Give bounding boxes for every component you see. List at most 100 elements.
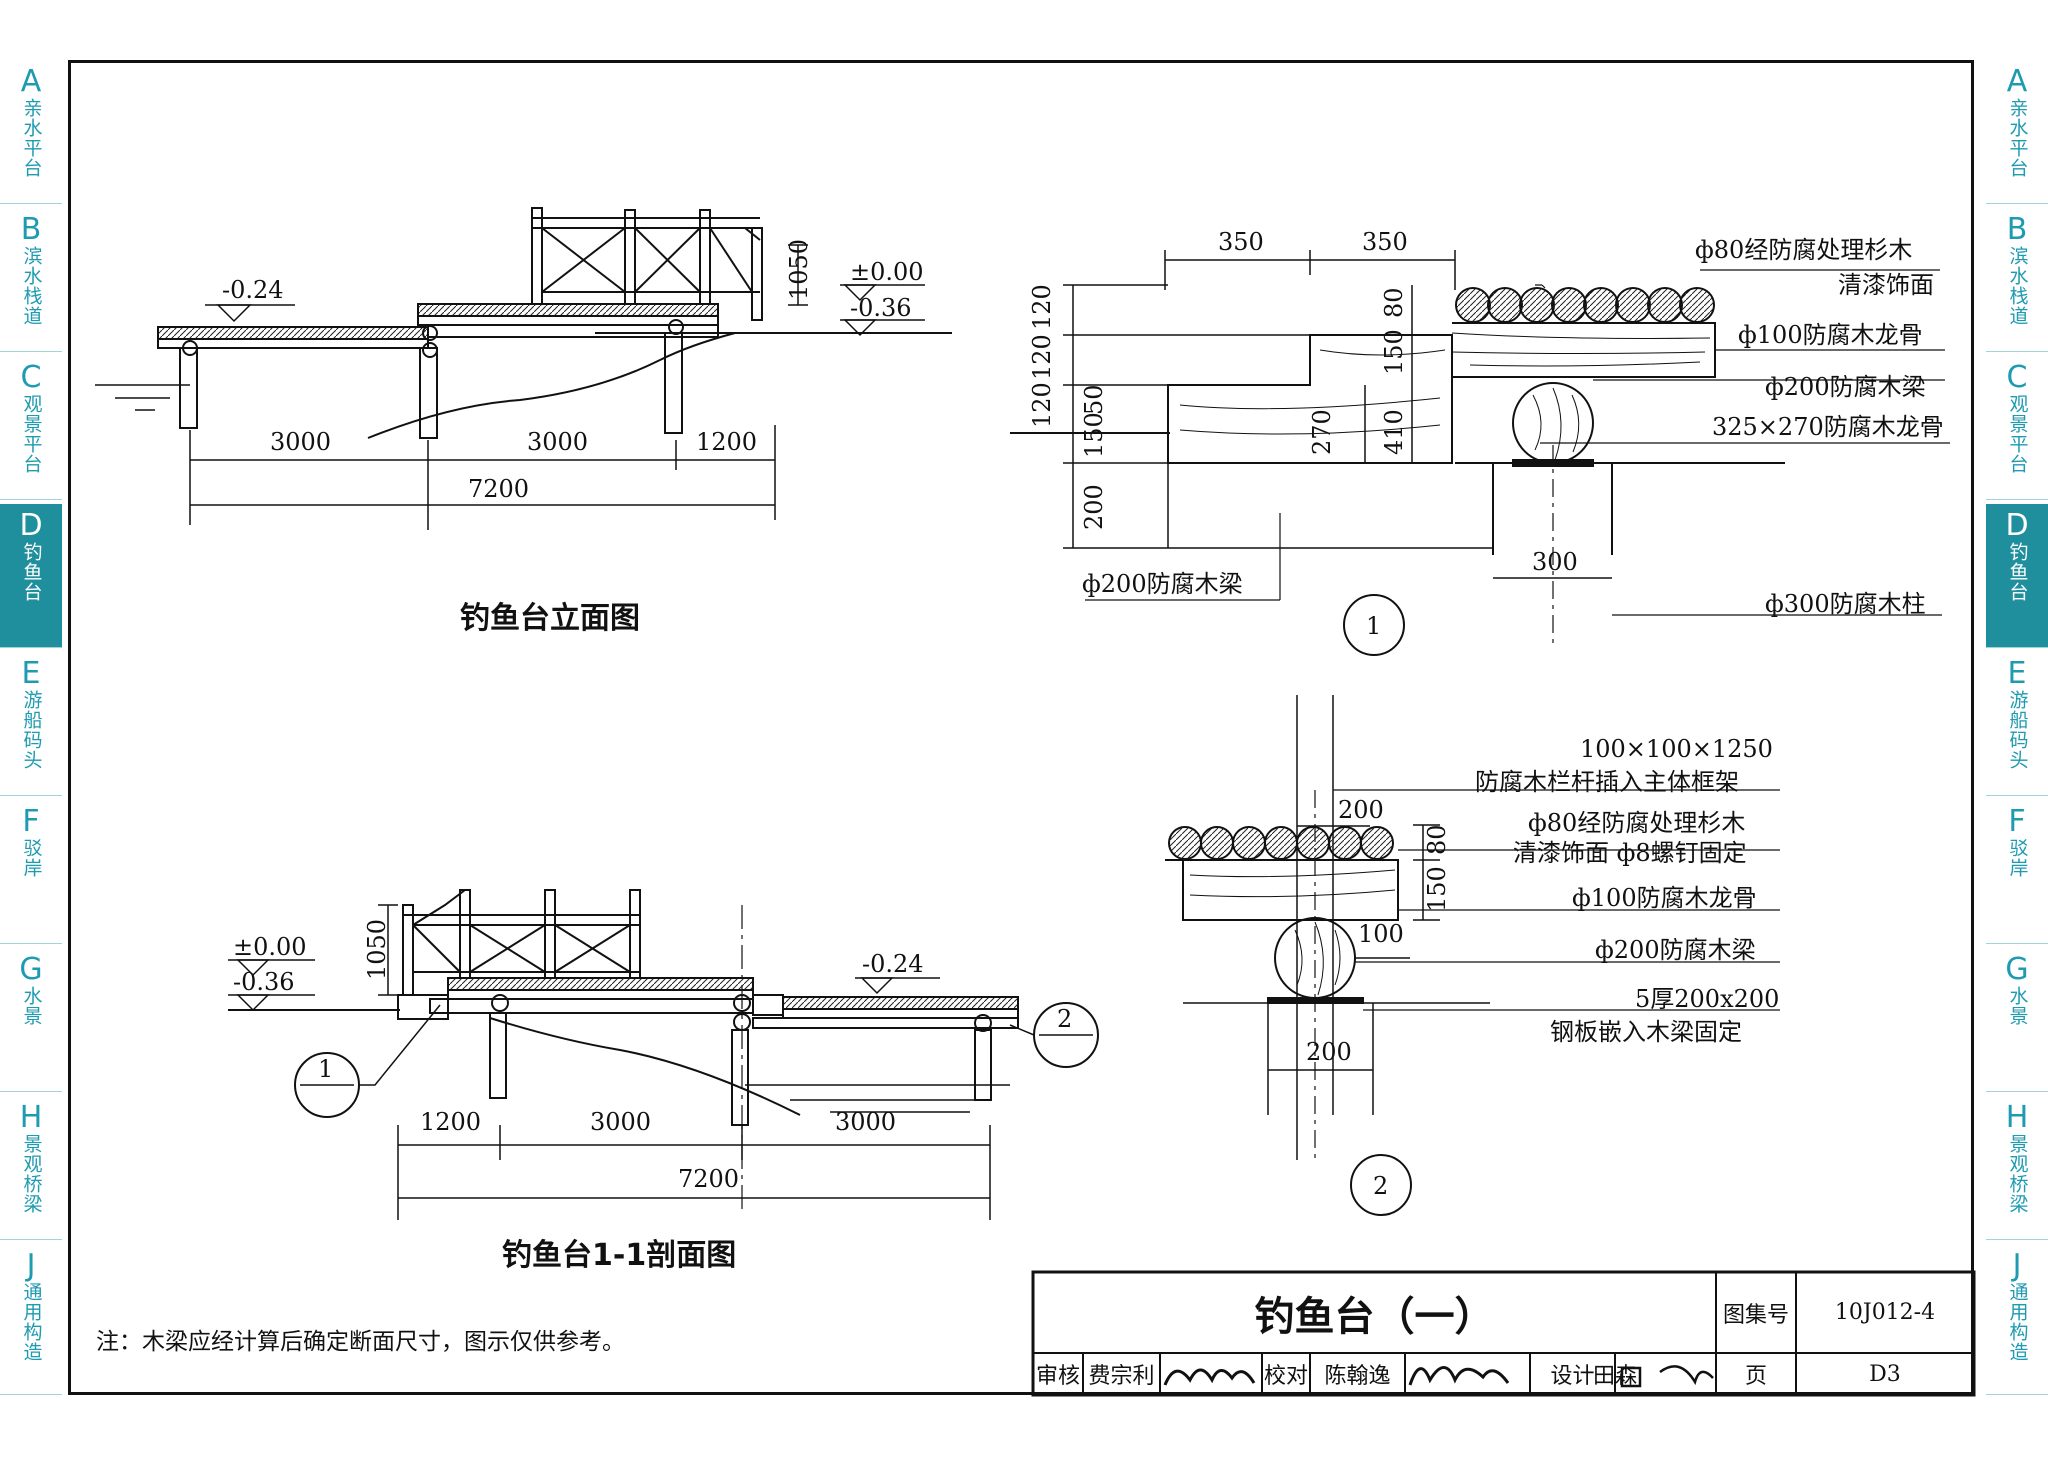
tab-word: 通用构造 (2006, 1282, 2029, 1362)
tab-letter: B (20, 212, 42, 247)
detail2-dim-150: 150 (1423, 866, 1451, 912)
detail2-dim-80: 80 (1423, 824, 1451, 855)
elevation-dim-1: 3000 (270, 428, 331, 456)
detail2-label-finish: 清漆饰面 ф8螺钉固定 (1513, 839, 1747, 867)
section-dim-total: 7200 (678, 1165, 739, 1193)
detail1-label-finish: 清漆饰面 (1838, 271, 1934, 299)
section-dim-2: 3000 (590, 1108, 651, 1136)
section-level-3: -0.24 (862, 950, 924, 978)
section-level-1: ±0.00 (233, 933, 307, 961)
detail1-dim-50: 50 (1080, 384, 1108, 415)
tab-letter: G (2005, 952, 2029, 987)
atlas-label: 图集号 (1722, 1302, 1789, 1328)
section-callout-2: 2 (1057, 1005, 1072, 1033)
designer-name: 田森 (1592, 1364, 1637, 1389)
tab-letter: B (2006, 212, 2028, 247)
tab-word: 亲水平台 (2006, 98, 2029, 178)
tab-letter: E (2007, 656, 2027, 691)
detail1-dim-120b: 120 (1028, 334, 1056, 380)
section-dim-rail: 1050 (363, 919, 391, 980)
tab-letter: J (26, 1248, 36, 1283)
detail1-dim-200: 200 (1080, 484, 1108, 530)
reviewer-signature (1163, 1368, 1256, 1386)
elevation-dim-2: 3000 (527, 428, 588, 456)
detail2-label-joist: ф100防腐木龙骨 (1572, 884, 1757, 912)
detail1-label-logs: ф80经防腐处理杉木 (1695, 236, 1912, 264)
review-label: 审核 (1035, 1364, 1080, 1389)
tab-word: 景观桥梁 (20, 1134, 43, 1214)
title-block: 钓鱼台（一） 图集号 10J012-4 审核 费宗利 校对 陈翰逸 设计 田森 … (1033, 1272, 1974, 1395)
detail1-number: 1 (1366, 612, 1381, 640)
section-callout-1: 1 (318, 1055, 333, 1083)
design-label: 设计 (1550, 1364, 1595, 1389)
detail2-label-plate: 5厚200x200 (1635, 985, 1779, 1013)
tab-word: 水景 (20, 986, 43, 1026)
detail1-dim-80: 80 (1380, 287, 1408, 318)
elevation-title: 钓鱼台立面图 (460, 601, 640, 636)
tab-word: 景观桥梁 (2006, 1134, 2029, 1214)
checker-signature (1408, 1366, 1510, 1386)
detail2-label-rail: 防腐木栏杆插入主体框架 (1475, 768, 1739, 796)
page-label: 页 (1744, 1364, 1767, 1389)
detail2-label-plate2: 钢板嵌入木梁固定 (1550, 1018, 1742, 1046)
tab-word: 驳岸 (2006, 838, 2029, 878)
detail2-label-beam: ф200防腐木梁 (1595, 936, 1756, 964)
detail1-label-joist2: 325×270防腐木龙骨 (1712, 413, 1944, 441)
tab-letter: D (19, 508, 43, 543)
detail1-dim-350a: 350 (1218, 228, 1264, 256)
atlas-number: 10J012-4 (1834, 1300, 1936, 1325)
tab-word: 通用构造 (20, 1282, 43, 1362)
designer-signature (1620, 1365, 1714, 1388)
tab-word: 观景平台 (20, 394, 43, 474)
title-block-lines (1031, 1270, 1976, 1397)
detail1-dim-300: 300 (1532, 548, 1578, 576)
detail2-label-rail-size: 100×100×1250 (1580, 735, 1773, 763)
detail1-label-post: ф300防腐木柱 (1765, 590, 1926, 618)
elevation-dim-rail: 1050 (785, 239, 813, 300)
detail2-dim-200: 200 (1338, 796, 1384, 824)
elevation-dim-3: 1200 (696, 428, 757, 456)
elevation-level-1: -0.24 (222, 276, 284, 304)
elevation-level-2: ±0.00 (850, 258, 924, 286)
elevation-level-3: -0.36 (850, 294, 912, 322)
tab-word: 滨水栈道 (20, 246, 43, 326)
detail-2-drawing (1165, 695, 1780, 1216)
check-label: 校对 (1263, 1364, 1308, 1389)
tab-letter: E (21, 656, 41, 691)
tab-letter: A (2006, 64, 2028, 99)
detail1-dim-270: 270 (1308, 409, 1336, 455)
tab-letter: D (2005, 508, 2029, 543)
drawing-frame (68, 60, 1974, 1395)
tab-letter: F (22, 804, 40, 839)
detail1-dim-120c: 120 (1028, 382, 1056, 428)
section-title: 钓鱼台1-1剖面图 (502, 1238, 736, 1273)
tab-letter: J (2012, 1248, 2022, 1283)
detail1-dim-120a: 120 (1028, 284, 1056, 330)
tab-letter: C (20, 360, 42, 395)
tab-letter: F (2008, 804, 2026, 839)
detail2-dim-200b: 200 (1306, 1038, 1352, 1066)
tab-word: 游船码头 (20, 690, 43, 770)
detail1-dim-410: 410 (1380, 409, 1408, 455)
